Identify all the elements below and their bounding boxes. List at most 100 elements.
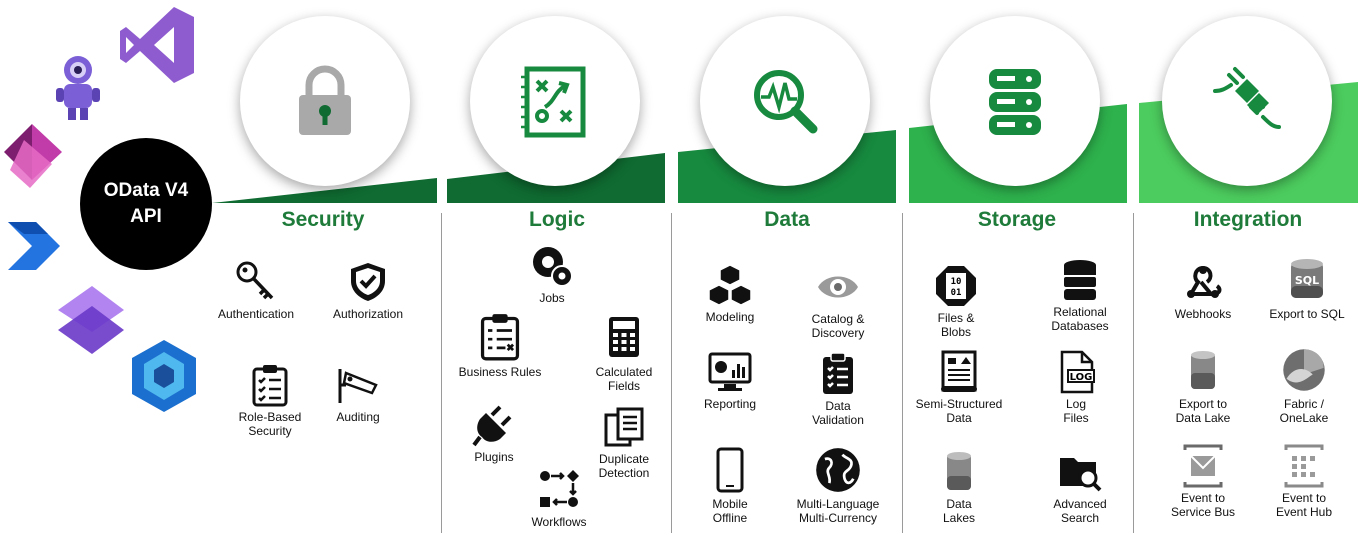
reporting-item: Reporting (670, 350, 790, 411)
relational-databases-item: Relational Databases (1020, 258, 1140, 333)
event-to-service-bus-label: Event to Service Bus (1170, 491, 1236, 519)
data-title: Data (764, 208, 810, 231)
calculated-fields-label: Calculated Fields (595, 365, 653, 393)
database-icon (1064, 260, 1096, 300)
plugins-label: Plugins (474, 450, 514, 464)
gears-globe-icon (533, 247, 573, 287)
authentication-item: Authentication (196, 260, 316, 321)
rules-clipboard-icon (480, 314, 520, 361)
catalog-eye-icon (818, 276, 858, 298)
modeling-label: Modeling (705, 310, 755, 324)
odata-api-circle: OData V4 API (80, 138, 212, 270)
authentication-label: Authentication (217, 307, 295, 321)
business-rules-item: Business Rules (440, 312, 560, 379)
storage-title: Storage (977, 208, 1057, 231)
sql-database-icon: SQL (1291, 259, 1323, 298)
export-to-data-lake-label: Export to Data Lake (1175, 397, 1231, 425)
multi-language-currency-label: Multi-Language Multi-Currency (796, 497, 880, 525)
sql-text: SQL (1295, 274, 1319, 287)
authorization-item: Authorization (308, 260, 428, 321)
role-based-security-item: Role-Based Security (210, 363, 330, 438)
jobs-label: Jobs (539, 291, 565, 305)
integration-plug-circle (1162, 16, 1332, 186)
integration-title: Integration (1193, 208, 1303, 231)
export-to-sql-item: SQL Export to SQL (1247, 256, 1358, 321)
validation-clipboard-icon (823, 352, 853, 394)
padlock-icon (299, 65, 351, 135)
security-camera-icon (338, 369, 378, 403)
folder-search-icon (1060, 458, 1102, 492)
power-automate-logo-icon (8, 222, 60, 270)
log-files-label: Log Files (1063, 397, 1089, 425)
column-divider (902, 213, 903, 533)
workflow-icon (540, 470, 579, 507)
reporting-label: Reporting (703, 397, 757, 411)
mobile-offline-label: Mobile Offline (712, 497, 748, 525)
column-divider (441, 213, 442, 533)
fabric-onelake-item: Fabric / OneLake (1244, 346, 1358, 425)
webhook-icon (1187, 266, 1222, 298)
odata-title-line1: OData V4 (103, 180, 189, 201)
auditing-item: Auditing (298, 363, 418, 424)
shield-check-icon (351, 263, 385, 301)
visual-studio-logo-icon (120, 7, 194, 83)
workflows-item: Workflows (499, 468, 619, 529)
security-title: Security (281, 208, 365, 231)
binary-text-bottom: 01 (951, 288, 962, 298)
globe-icon (816, 448, 860, 492)
duplicate-detection-item: Duplicate Detection (564, 405, 684, 480)
plug-icon (472, 405, 512, 447)
power-apps-logo-icon (4, 124, 62, 188)
export-to-sql-label: Export to SQL (1269, 307, 1345, 321)
calculator-icon (609, 317, 639, 357)
log-text: LOG (1070, 372, 1093, 383)
column-divider (1133, 213, 1134, 533)
relational-databases-label: Relational Databases (1051, 305, 1109, 333)
modeling-item: Modeling (670, 263, 790, 324)
duplicate-detection-label: Duplicate Detection (598, 452, 650, 480)
fabric-onelake-label: Fabric / OneLake (1279, 397, 1329, 425)
mobile-phone-icon (716, 447, 744, 493)
export-to-data-lake-item: Export to Data Lake (1143, 348, 1263, 425)
authorization-label: Authorization (332, 307, 404, 321)
duplicate-documents-icon (604, 407, 644, 447)
plug-connector-icon (1213, 67, 1281, 129)
log-file-icon: LOG (1060, 350, 1095, 394)
multi-language-currency-item: Multi-Language Multi-Currency (778, 446, 898, 525)
event-to-event-hub-item: Event to Event Hub (1244, 444, 1358, 519)
auditing-label: Auditing (336, 410, 380, 424)
webhooks-label: Webhooks (1174, 307, 1232, 321)
catalog-discovery-item: Catalog & Discovery (778, 265, 898, 340)
event-hub-icon (1284, 444, 1324, 488)
column-divider (671, 213, 672, 533)
calculated-fields-item: Calculated Fields (564, 312, 684, 393)
jobs-item: Jobs (492, 244, 612, 305)
data-lakes-item: Data Lakes (899, 450, 1019, 525)
data-validation-label: Data Validation (812, 399, 864, 427)
data-lakes-label: Data Lakes (942, 497, 976, 525)
role-based-security-label: Role-Based Security (238, 410, 302, 438)
database-stack-icon (989, 69, 1041, 135)
advanced-search-label: Advanced Search (1053, 497, 1107, 525)
plugins-item: Plugins (434, 403, 554, 464)
logic-title: Logic (529, 208, 585, 231)
event-to-service-bus-item: Event to Service Bus (1143, 444, 1263, 519)
event-to-event-hub-label: Event to Event Hub (1275, 491, 1333, 519)
fabric-logo-icon (1283, 349, 1325, 391)
strategy-board-icon (521, 66, 586, 138)
files-blobs-label: Files & Blobs (937, 311, 975, 339)
advanced-search-item: Advanced Search (1020, 450, 1140, 525)
semi-structured-data-label: Semi-Structured Data (915, 397, 1003, 425)
storage-database-circle (930, 16, 1100, 186)
odata-title-line2: API (130, 206, 162, 227)
semi-structured-data-item: Semi-Structured Data (899, 350, 1019, 425)
logic-strategy-circle (470, 16, 640, 186)
binary-text-top: 10 (951, 277, 962, 287)
clipboard-checklist-icon (252, 365, 288, 407)
magnifier-pulse-icon (754, 70, 818, 134)
catalog-discovery-label: Catalog & Discovery (811, 312, 865, 340)
document-scroll-icon (941, 350, 977, 392)
webhooks-item: Webhooks (1143, 260, 1263, 321)
